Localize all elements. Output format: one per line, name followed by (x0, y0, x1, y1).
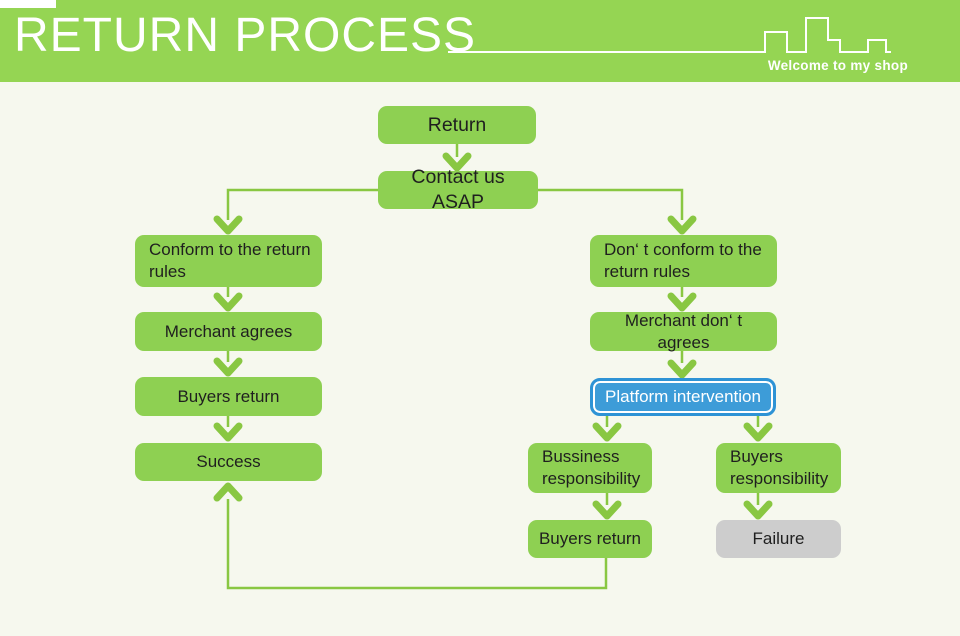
page-title: RETURN PROCESS (14, 9, 477, 62)
arrowhead-down-icon (667, 359, 697, 379)
node-buyers-responsibility: Buyers responsibility (716, 443, 841, 493)
node-merchant-agrees: Merchant agrees (135, 312, 322, 351)
arrowhead-down-icon (213, 422, 243, 442)
node-buyers-return-right: Buyers return (528, 520, 652, 558)
connector-contact-left (226, 188, 378, 220)
node-platform-intervention: Platform intervention (590, 378, 776, 416)
arrowhead-down-icon (592, 500, 622, 520)
connector-feedback-to-success (226, 499, 608, 590)
welcome-tagline: Welcome to my shop (767, 58, 908, 73)
arrowhead-down-icon (592, 422, 622, 442)
arrowhead-down-icon (667, 292, 697, 312)
node-buyers-return-left: Buyers return (135, 377, 322, 416)
node-failure: Failure (716, 520, 841, 558)
node-conform-rules: Conform to the return rules (135, 235, 322, 287)
arrowhead-down-icon (213, 292, 243, 312)
node-contact-us-asap: Contact us ASAP (378, 166, 538, 213)
header-banner: RETURN PROCESS Welcome to my shop (0, 0, 960, 82)
node-merchant-dont-agree: Merchant don‘ t agrees (590, 311, 777, 352)
node-return: Return (378, 106, 536, 144)
arrowhead-down-icon (667, 215, 697, 235)
arrowhead-down-icon (442, 152, 472, 172)
city-skyline-icon (448, 17, 891, 53)
arrowhead-down-icon (213, 215, 243, 235)
arrowhead-down-icon (743, 500, 773, 520)
connector-contact-right (538, 188, 684, 220)
node-dont-conform-rules: Don‘ t conform to the return rules (590, 235, 777, 287)
arrowhead-up-icon (213, 482, 243, 502)
arrowhead-down-icon (743, 422, 773, 442)
arrowhead-down-icon (213, 357, 243, 377)
node-success: Success (135, 443, 322, 481)
node-business-responsibility: Bussiness responsibility (528, 443, 652, 493)
corner-notch (0, 0, 56, 8)
